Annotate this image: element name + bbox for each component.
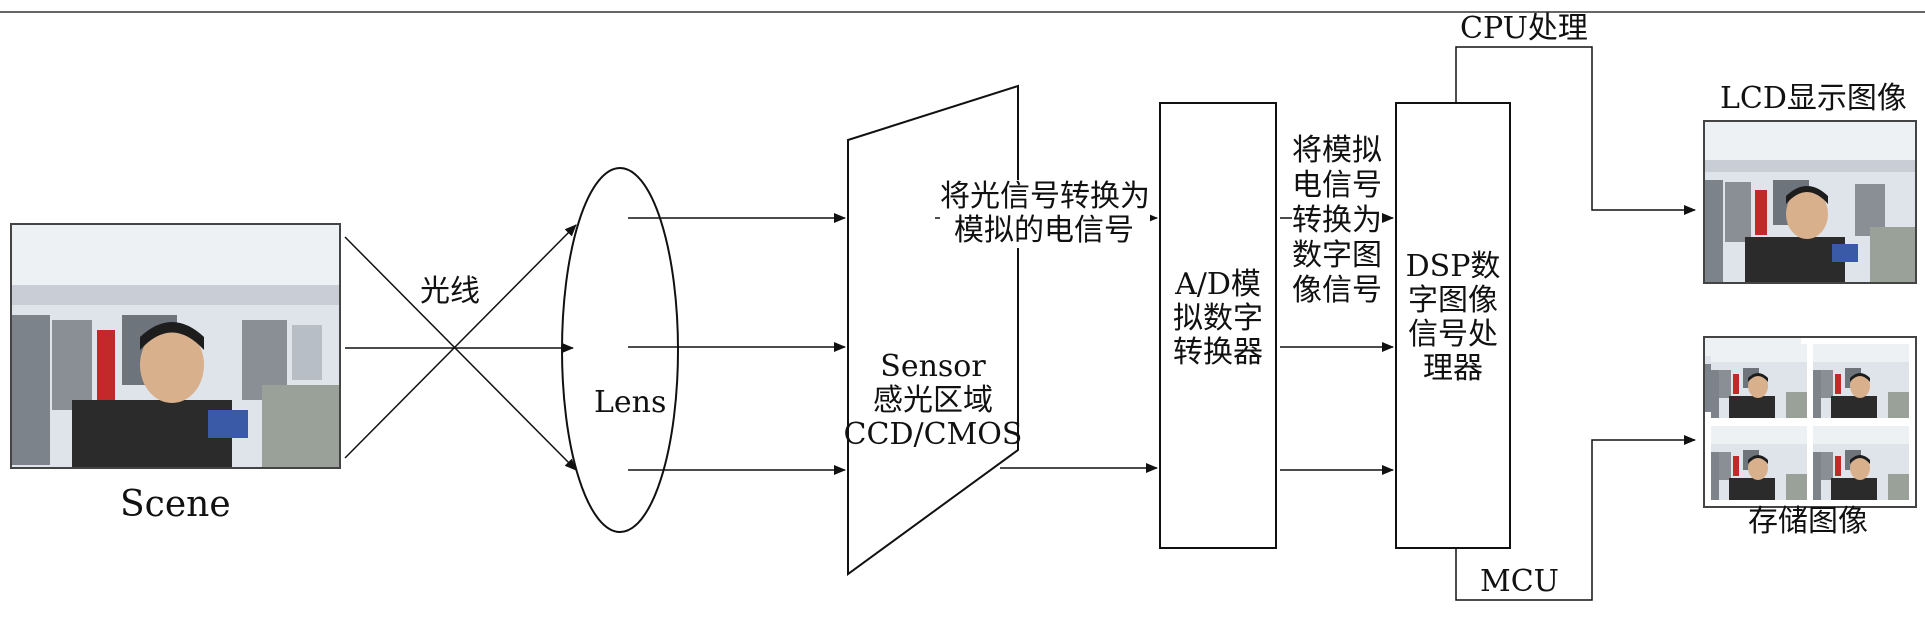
adc-label-line3: 转换器 bbox=[1173, 335, 1263, 370]
lens-label: Lens bbox=[594, 385, 667, 420]
scene-photo-image bbox=[12, 225, 339, 467]
light-ray-up bbox=[344, 224, 577, 459]
sensor-label-line2: 感光区域 bbox=[873, 383, 993, 418]
lens-ellipse bbox=[561, 167, 679, 533]
adc-label: A/D模 拟数字 转换器 bbox=[1160, 268, 1276, 370]
sensor-trapezoid bbox=[847, 84, 1019, 576]
dsp-label: DSP数 字图像 信号处 理器 bbox=[1396, 250, 1510, 386]
adc-label-line2: 拟数字 bbox=[1173, 301, 1263, 336]
dsp-label-line2: 字图像 bbox=[1408, 283, 1498, 318]
sensor-note-line2: 模拟的电信号 bbox=[954, 213, 1134, 248]
scene-photo bbox=[10, 223, 341, 469]
sensor-note: 将光信号转换为 模拟的电信号 bbox=[940, 180, 1150, 248]
adc-note: 将模拟 电信号 转换为 数字图 像信号 bbox=[1292, 133, 1382, 308]
sensor-label-line1: Sensor bbox=[880, 349, 986, 384]
sensor-note-line1: 将光信号转换为 bbox=[940, 179, 1150, 214]
storage-label: 存储图像 bbox=[1748, 504, 1868, 539]
dsp-label-line4: 理器 bbox=[1423, 351, 1483, 386]
adc-note-line5: 像信号 bbox=[1292, 273, 1382, 308]
dsp-box bbox=[1395, 102, 1511, 549]
cpu-label: CPU处理 bbox=[1460, 11, 1588, 46]
adc-note-line2: 电信号 bbox=[1292, 168, 1382, 203]
lcd-display-photo bbox=[1703, 120, 1917, 284]
adc-note-line1: 将模拟 bbox=[1292, 133, 1382, 168]
sensor-label: Sensor 感光区域 CCD/CMOS bbox=[838, 350, 1028, 452]
light-ray-down bbox=[344, 236, 577, 471]
lcd-label: LCD显示图像 bbox=[1720, 81, 1907, 116]
mcu-label: MCU bbox=[1480, 564, 1559, 599]
cpu-path bbox=[1455, 46, 1696, 215]
adc-box bbox=[1159, 102, 1277, 549]
sensor-label-line3: CCD/CMOS bbox=[843, 417, 1023, 452]
adc-note-line3: 转换为 bbox=[1292, 203, 1382, 238]
mcu-path bbox=[1455, 435, 1696, 601]
storage-photo-grid bbox=[1703, 336, 1917, 508]
dsp-label-line3: 信号处 bbox=[1408, 317, 1498, 352]
light-label: 光线 bbox=[420, 274, 480, 309]
lcd-photo-image bbox=[1705, 122, 1915, 282]
dsp-label-line1: DSP数 bbox=[1405, 249, 1501, 284]
storage-photo-thumbnails bbox=[1705, 338, 1915, 506]
adc-label-line1: A/D模 bbox=[1175, 267, 1261, 302]
scene-label: Scene bbox=[120, 484, 231, 525]
adc-note-line4: 数字图 bbox=[1292, 238, 1382, 273]
